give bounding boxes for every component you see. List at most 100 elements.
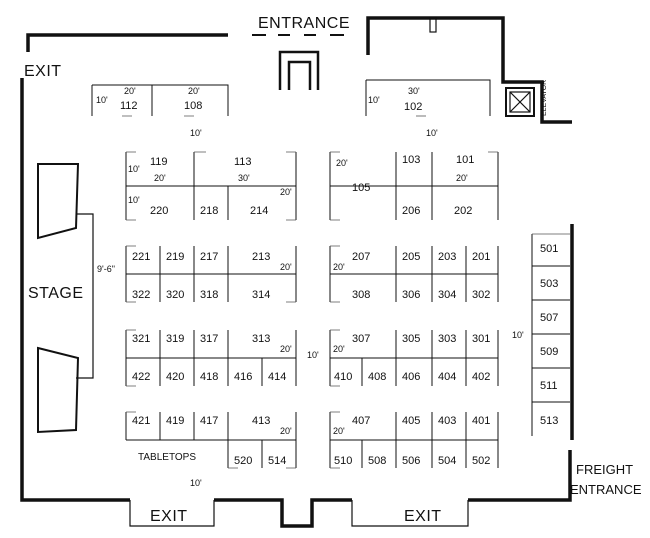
booth-403: 403 (438, 415, 456, 427)
top-notch (429, 17, 437, 33)
dim-stage-gap: 9'-6" (97, 264, 115, 274)
dim-113-width: 30' (238, 173, 250, 183)
booth-408: 408 (368, 371, 386, 383)
booth-404: 404 (438, 371, 456, 383)
booth-218: 218 (200, 205, 218, 217)
dim-right-aisle: 10' (512, 330, 524, 340)
elevator-label: ELEVATOR (541, 80, 548, 116)
elevator: ELEVATOR (505, 80, 548, 117)
booth-213: 213 (252, 251, 270, 263)
freight-label-line1: FREIGHT (576, 462, 633, 477)
booth-413: 413 (252, 415, 270, 427)
booth-418: 418 (200, 371, 218, 383)
booth-416: 416 (234, 371, 252, 383)
booth-202: 202 (454, 205, 472, 217)
dim-413: 20' (280, 426, 292, 436)
booth-206: 206 (402, 205, 420, 217)
booth-407: 407 (352, 415, 370, 427)
booth-405: 405 (402, 415, 420, 427)
dim-105: 20' (336, 158, 348, 168)
booth-318: 318 (200, 289, 218, 301)
stage-outline (76, 213, 94, 379)
exit-bottom-left-label: EXIT (150, 508, 188, 525)
booth-401: 401 (472, 415, 490, 427)
booth-501: 501 (540, 243, 558, 255)
booth-301: 301 (472, 333, 490, 345)
booth-220: 220 (150, 205, 168, 217)
booth-319: 319 (166, 333, 184, 345)
booth-520: 520 (234, 455, 252, 467)
dim-center-aisle: 10' (307, 350, 319, 360)
booth-102: 102 (404, 101, 422, 113)
dim-102-width: 30' (408, 86, 420, 96)
booth-numbers: 112 108 102 119 113 220 218 214 103 101 … (120, 100, 558, 467)
booth-506: 506 (402, 455, 420, 467)
booth-504: 504 (438, 455, 456, 467)
booth-205: 205 (402, 251, 420, 263)
booth-119: 119 (150, 156, 168, 168)
dim-214-depth: 20' (280, 187, 292, 197)
booth-509: 509 (540, 346, 558, 358)
booth-502: 502 (472, 455, 490, 467)
booth-304: 304 (438, 289, 456, 301)
freight-label-line2: ENTRANCE (570, 482, 642, 497)
dim-112-width: 20' (124, 86, 136, 96)
top-wall-right (366, 16, 572, 124)
tabletops-label: TABLETOPS (138, 452, 196, 463)
booth-outlines (91, 79, 570, 469)
booth-421: 421 (132, 415, 150, 427)
booth-317: 317 (200, 333, 218, 345)
large-labels: ENTRANCE EXIT STAGE EXIT EXIT FREIGHT EN… (24, 15, 642, 525)
booth-306: 306 (402, 289, 420, 301)
booth-113: 113 (234, 156, 252, 168)
booth-503: 503 (540, 278, 558, 290)
booth-514: 514 (268, 455, 286, 467)
bottom-wall-right (468, 450, 572, 502)
stage-label: STAGE (28, 285, 84, 302)
left-wall (20, 78, 130, 502)
booth-511: 511 (540, 380, 558, 392)
booth-422: 422 (132, 371, 150, 383)
outer-walls (20, 16, 574, 528)
bottom-exit-left-notch (129, 500, 215, 527)
booth-507: 507 (540, 312, 558, 324)
dim-307: 20' (333, 344, 345, 354)
booth-201: 201 (472, 251, 490, 263)
dim-119-depth: 10' (128, 164, 140, 174)
dim-102-depth: 10' (368, 95, 380, 105)
booth-214: 214 (250, 205, 268, 217)
exit-bottom-right-label: EXIT (404, 508, 442, 525)
stage-upper (37, 163, 80, 240)
dimension-labels: 20' 20' 10' 30' 10' 10' 10' 20' 30' 10' … (96, 86, 524, 488)
booth-308: 308 (352, 289, 370, 301)
booth-302: 302 (472, 289, 490, 301)
booth-103: 103 (402, 154, 420, 166)
booth-207: 207 (352, 251, 370, 263)
booth-219: 219 (166, 251, 184, 263)
booth-402: 402 (472, 371, 490, 383)
booth-406: 406 (402, 371, 420, 383)
booth-307: 307 (352, 333, 370, 345)
booth-303: 303 (438, 333, 456, 345)
dim-aisle-left: 10' (190, 128, 202, 138)
booth-322: 322 (132, 289, 150, 301)
booth-105: 105 (352, 182, 370, 194)
booth-510: 510 (334, 455, 352, 467)
stage (37, 163, 94, 434)
bottom-exit-right-notch (351, 500, 469, 527)
booth-203: 203 (438, 251, 456, 263)
dim-407: 20' (333, 426, 345, 436)
booth-513: 513 (540, 415, 558, 427)
booth-414: 414 (268, 371, 286, 383)
booth-420: 420 (166, 371, 184, 383)
booth-313: 313 (252, 333, 270, 345)
booth-101: 101 (456, 154, 474, 166)
booth-410: 410 (334, 371, 352, 383)
dim-207: 20' (333, 262, 345, 272)
booth-221: 221 (132, 251, 150, 263)
top-wall-left (26, 33, 228, 52)
dim-aisle-right: 10' (426, 128, 438, 138)
dim-bottom-aisle: 10' (190, 478, 202, 488)
